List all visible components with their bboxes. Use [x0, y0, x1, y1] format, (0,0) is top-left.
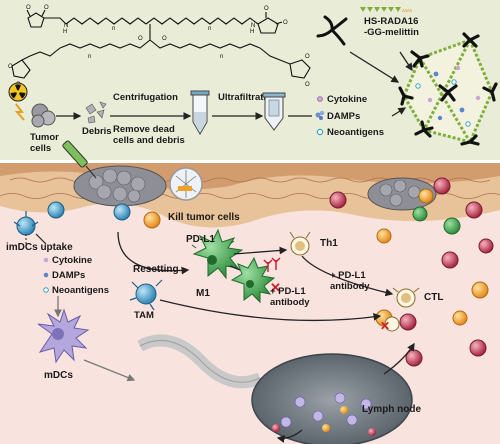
svg-text:n: n: [112, 26, 115, 32]
svg-text:n: n: [220, 54, 223, 60]
debris-icon: [85, 101, 107, 124]
svg-text:H: H: [63, 29, 67, 35]
ctl-cell: [392, 287, 420, 308]
lightning-icon: [14, 103, 25, 121]
svg-text:O: O: [264, 6, 269, 12]
svg-text:N: N: [251, 23, 255, 29]
svg-text:n: n: [208, 26, 211, 32]
label-mdcs: mDCs: [44, 370, 73, 381]
hydrogel-magnifier: [169, 167, 203, 201]
svg-text:O: O: [162, 36, 167, 42]
hydrogel-network: [398, 32, 498, 146]
arrow-peg-to-gel: [349, 51, 400, 83]
uptake-damps: DAMPs: [52, 270, 85, 281]
imdc-uptake-list: Cytokine DAMPs Neoantigens: [43, 255, 109, 296]
uptake-cytokine: Cytokine: [52, 255, 92, 266]
svg-text:n: n: [88, 54, 91, 60]
svg-text:O: O: [26, 5, 31, 11]
label-ultrafiltration: Ultrafiltration: [218, 92, 278, 103]
arrow-peptide-to-gel: [399, 51, 413, 72]
svg-text:✕: ✕: [380, 319, 390, 333]
legend-damps: DAMPs: [327, 111, 360, 122]
tissue-cells: [47, 177, 494, 367]
svg-text:O: O: [283, 20, 288, 26]
ultrafiltration-tube-icon: [262, 92, 286, 131]
syringe-icon: [62, 140, 97, 179]
cytokine-icon: [317, 96, 323, 102]
arrow-resetting: [117, 231, 190, 275]
imdc-link: [35, 233, 47, 245]
right-tumor-cluster: [367, 177, 437, 211]
pd-l1-antibody-icon: [263, 257, 281, 272]
label-m1: M1: [196, 288, 210, 299]
label-pdl1: PD-L1: [186, 234, 215, 245]
lymphatic-vessel: [137, 334, 263, 389]
label-tam: TAM: [134, 310, 154, 321]
panel-divider: [0, 160, 500, 163]
arrow-m1-to-macrophage: [229, 265, 241, 271]
lymph-node: [251, 353, 413, 444]
label-kill-tumor-cells: Kill tumor cells: [168, 212, 240, 223]
label-ctl: CTL: [424, 292, 443, 303]
block-x-icon: ✕: [270, 280, 281, 295]
arrow-to-hydrogel: [391, 107, 407, 117]
damps-icon: [315, 110, 325, 120]
arrow-lymph-to-tissue: [383, 342, 415, 375]
imdc-cells: [13, 211, 39, 236]
th1-cell: [289, 231, 311, 256]
arrow-tam-to-ctl: [159, 299, 382, 322]
uptake-neoantigens: Neoantigens: [52, 285, 109, 296]
structure-atom-labels: OO HN nn HN OO OO nn OO OO: [8, 5, 310, 88]
neoantigen-icon: [316, 128, 324, 136]
svg-text:O: O: [44, 5, 49, 11]
label-imdcs-uptake: imDCs uptake: [6, 242, 73, 253]
svg-text:H: H: [250, 29, 254, 35]
svg-text:O: O: [8, 64, 13, 70]
melittin-wave: ʌʌʌʌ: [402, 8, 413, 14]
mdc-cell: [37, 308, 90, 364]
svg-text:O: O: [305, 54, 310, 60]
label-lymph-node: Lymph node: [362, 404, 422, 415]
legend: Cytokine DAMPs Neoantigens: [315, 94, 384, 138]
arrow-th1-to-ctl: [301, 255, 394, 297]
arrow-mdc-to-lymph: [83, 359, 136, 382]
four-arm-peg-icon: [316, 15, 348, 46]
macrophage-2: [230, 256, 276, 304]
label-centrifugation: Centrifugation: [113, 92, 178, 103]
label-reagent: HS-RADA16-GG-melittin: [364, 16, 419, 38]
svg-text:O: O: [138, 36, 143, 42]
label-th1: Th1: [320, 238, 338, 249]
arrow-m1-to-th1: [233, 246, 288, 255]
tumor-mass: [73, 165, 167, 207]
label-debris: Debris: [82, 126, 112, 137]
tumor-cells-icon: [31, 103, 56, 128]
legend-neoantigens: Neoantigens: [327, 127, 384, 138]
legend-cytokine: Cytokine: [327, 94, 367, 105]
tam-cell: [129, 279, 163, 311]
arrow-lymph-out: [276, 429, 303, 443]
radiation-icon: [8, 82, 28, 102]
svg-text:O: O: [305, 82, 310, 88]
peg-maleimide-structure: [11, 9, 311, 79]
svg-text:N: N: [64, 23, 68, 29]
melittin-peptide-icon: [360, 7, 401, 12]
label-resetting: Resetting: [133, 264, 179, 275]
centrifuge-tube-icon: [190, 90, 210, 135]
